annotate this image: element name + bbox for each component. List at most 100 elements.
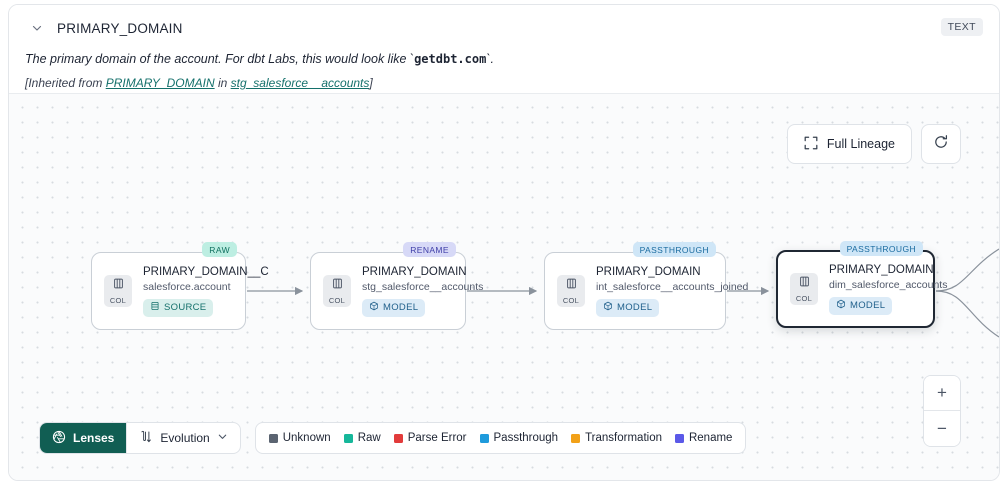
node-column-name: PRIMARY_DOMAIN — [362, 265, 467, 278]
node-body: PRIMARY_DOMAIN int_salesforce__accounts_j… — [596, 265, 749, 317]
columns-icon — [798, 275, 811, 293]
legend-label: Raw — [357, 432, 381, 444]
legend-swatch — [268, 433, 278, 443]
cube-icon — [603, 301, 613, 314]
inherited-column-link[interactable]: PRIMARY_DOMAIN — [105, 75, 215, 90]
zoom-controls: + − — [923, 375, 961, 447]
cube-icon — [369, 301, 379, 314]
legend-item[interactable]: Parse Error — [393, 432, 467, 444]
lineage-canvas[interactable]: Full Lineage + − — [9, 93, 999, 480]
columns-icon — [112, 277, 125, 295]
column-description: The primary domain of the account. For d… — [25, 51, 983, 68]
node-lens-badge: RENAME — [403, 242, 456, 257]
node-entity-badge: MODEL — [829, 296, 893, 315]
node-column-name: PRIMARY_DOMAIN__C — [143, 265, 269, 278]
lineage-node[interactable]: RENAME COL PRIMARY_DOMAIN stg_salesforce__a… — [310, 242, 484, 330]
legend-label: Unknown — [282, 432, 331, 444]
description-suffix: `. — [486, 52, 494, 66]
type-badge: TEXT — [940, 18, 983, 36]
columns-icon — [565, 277, 578, 295]
column-header: PRIMARY_DOMAIN TEXT The primary domain o… — [9, 5, 999, 93]
legend-item[interactable]: Unknown — [268, 432, 331, 444]
inherited-from-note: [Inherited from PRIMARY_DOMAIN in stg_sa… — [25, 76, 983, 90]
legend-item[interactable]: Raw — [343, 432, 381, 444]
lineage-graph: RAW COL PRIMARY_DOMAIN__C salesforce.accoun… — [9, 94, 999, 480]
node-entity-badge: MODEL — [596, 298, 660, 317]
lenses-button[interactable]: Lenses — [40, 423, 127, 453]
legend-item[interactable]: Rename — [674, 432, 733, 444]
legend-item[interactable]: Transformation — [571, 432, 662, 444]
lineage-edges — [247, 248, 999, 338]
node-table-name: int_salesforce__accounts_joined — [596, 280, 749, 293]
chevron-down-icon — [217, 431, 228, 445]
lens-legend: Unknown Raw Parse Error Passthrough Transfor… — [254, 422, 747, 454]
node-entity-label: SOURCE — [164, 302, 207, 313]
inherited-suffix: ] — [369, 75, 373, 90]
cube-icon — [836, 299, 846, 312]
node-lens-badge: PASSTHROUGH — [632, 242, 716, 257]
canvas-bottom-bar: Lenses Evolution — [39, 422, 747, 454]
node-entity-badge: SOURCE — [143, 298, 214, 317]
zoom-out-button[interactable]: − — [924, 411, 960, 446]
column-chip-label: COL — [562, 296, 580, 305]
column-type-chip: COL — [557, 275, 585, 307]
node-entity-label: MODEL — [383, 302, 419, 313]
node-entity-label: MODEL — [850, 300, 886, 311]
lineage-node[interactable]: RAW COL PRIMARY_DOMAIN__C salesforce.accoun… — [91, 242, 269, 330]
column-chip-label: COL — [795, 294, 813, 303]
expand-corners-icon — [804, 136, 818, 153]
node-column-name: PRIMARY_DOMAIN — [829, 263, 934, 276]
legend-label: Transformation — [585, 432, 662, 444]
lenses-label: Lenses — [73, 431, 115, 445]
column-type-chip: COL — [790, 273, 818, 305]
inherited-middle: in — [214, 75, 231, 90]
node-entity-label: MODEL — [617, 302, 653, 313]
evolution-dropdown[interactable]: Evolution — [126, 423, 239, 453]
columns-icon — [331, 277, 344, 295]
legend-label: Passthrough — [493, 432, 559, 444]
legend-swatch — [479, 433, 489, 443]
canvas-top-controls: Full Lineage — [786, 124, 961, 164]
evolution-icon — [139, 430, 153, 447]
column-type-chip: COL — [104, 275, 132, 307]
node-lens-badge: RAW — [202, 242, 237, 257]
page-title: PRIMARY_DOMAIN — [57, 20, 183, 36]
chevron-down-icon[interactable] — [29, 20, 45, 36]
description-code: getdbt.com — [414, 52, 487, 66]
node-column-name: PRIMARY_DOMAIN — [596, 265, 701, 278]
column-detail-card: PRIMARY_DOMAIN TEXT The primary domain o… — [8, 4, 1000, 481]
description-prefix: The primary domain of the account. For d… — [25, 52, 415, 66]
database-icon — [150, 301, 160, 314]
column-chip-label: COL — [328, 296, 346, 305]
legend-label: Parse Error — [407, 432, 467, 444]
column-type-chip: COL — [323, 275, 351, 307]
refresh-icon — [933, 134, 949, 155]
node-table-name: salesforce.account — [143, 280, 231, 293]
node-entity-badge: MODEL — [362, 298, 426, 317]
lineage-node[interactable]: PASSTHROUGH COL PRIMARY_DOMAIN int_salesfor… — [544, 242, 749, 330]
node-lens-badge: PASSTHROUGH — [839, 241, 923, 256]
inherited-prefix: [Inherited from — [25, 75, 106, 90]
refresh-button[interactable] — [921, 124, 961, 164]
zoom-in-button[interactable]: + — [924, 376, 960, 411]
inherited-model-link[interactable]: stg_salesforce__accounts — [230, 75, 370, 90]
legend-swatch — [393, 433, 403, 443]
header-title-row: PRIMARY_DOMAIN — [25, 15, 983, 41]
legend-swatch — [674, 433, 684, 443]
legend-swatch — [343, 433, 353, 443]
aperture-icon — [52, 430, 66, 447]
lens-selector-group: Lenses Evolution — [39, 422, 241, 454]
legend-label: Rename — [688, 432, 733, 444]
column-chip-label: COL — [109, 296, 127, 305]
evolution-label: Evolution — [160, 431, 210, 445]
legend-item[interactable]: Passthrough — [479, 432, 559, 444]
full-lineage-button[interactable]: Full Lineage — [786, 124, 912, 164]
full-lineage-label: Full Lineage — [826, 137, 895, 151]
legend-swatch — [571, 433, 581, 443]
node-table-name: stg_salesforce__accounts — [362, 280, 484, 293]
